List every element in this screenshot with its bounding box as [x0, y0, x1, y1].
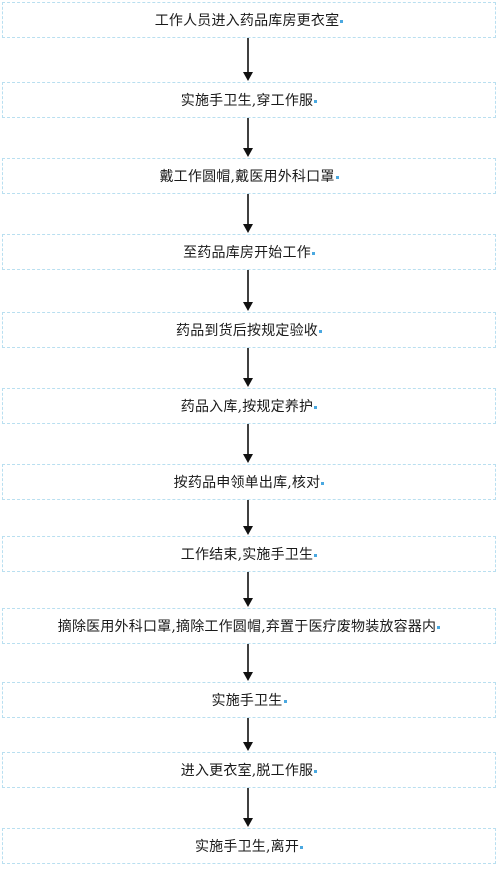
- step-label: 摘除医用外科口罩,摘除工作圆帽,弃置于医疗废物装放容器内: [57, 619, 437, 635]
- step-label: 实施手卫生,穿工作服: [180, 93, 314, 109]
- step-label: 工作结束,实施手卫生: [180, 547, 314, 563]
- step-label: 药品入库,按规定养护: [180, 399, 314, 415]
- step-box-hand-hygiene-leave: 实施手卫生,离开: [2, 828, 496, 864]
- down-arrow-icon: [240, 118, 256, 158]
- down-arrow-icon: [240, 500, 256, 536]
- step-box-remove-mask-and-cap: 摘除医用外科口罩,摘除工作圆帽,弃置于医疗废物装放容器内: [2, 608, 496, 644]
- paragraph-mark-icon: [283, 699, 287, 703]
- paragraph-mark-icon: [314, 405, 318, 409]
- step-box-receive-and-inspect: 药品到货后按规定验收: [2, 312, 496, 348]
- down-arrow-icon: [240, 788, 256, 828]
- step-label: 实施手卫生: [211, 693, 283, 709]
- step-label: 实施手卫生,离开: [194, 839, 300, 855]
- step-box-dispatch-and-check: 按药品申领单出库,核对: [2, 464, 496, 500]
- down-arrow-icon: [240, 572, 256, 608]
- step-box-hand-hygiene-wear-uniform: 实施手卫生,穿工作服: [2, 82, 496, 118]
- paragraph-mark-icon: [300, 845, 304, 849]
- down-arrow-icon: [240, 644, 256, 682]
- step-box-enter-changing-room: 工作人员进入药品库房更衣室: [2, 2, 496, 38]
- step-box-start-work: 至药品库房开始工作: [2, 234, 496, 270]
- step-box-wear-cap-and-mask: 戴工作圆帽,戴医用外科口罩: [2, 158, 496, 194]
- down-arrow-icon: [240, 718, 256, 752]
- step-label: 戴工作圆帽,戴医用外科口罩: [159, 169, 335, 185]
- down-arrow-icon: [240, 194, 256, 234]
- step-box-hand-hygiene: 实施手卫生: [2, 682, 496, 718]
- step-label: 药品到货后按规定验收: [176, 323, 318, 339]
- step-label: 至药品库房开始工作: [183, 245, 311, 261]
- step-box-change-out-of-uniform: 进入更衣室,脱工作服: [2, 752, 496, 788]
- paragraph-mark-icon: [340, 19, 344, 23]
- paragraph-mark-icon: [319, 329, 322, 333]
- down-arrow-icon: [240, 424, 256, 464]
- down-arrow-icon: [240, 38, 256, 82]
- paragraph-mark-icon: [437, 625, 441, 629]
- paragraph-mark-icon: [321, 481, 325, 485]
- down-arrow-icon: [240, 348, 256, 388]
- paragraph-mark-icon: [314, 769, 318, 773]
- step-label: 按药品申领单出库,核对: [173, 475, 321, 491]
- paragraph-mark-icon: [335, 175, 339, 179]
- step-label: 工作人员进入药品库房更衣室: [154, 13, 340, 29]
- paragraph-mark-icon: [314, 553, 318, 557]
- step-box-storage-and-maintenance: 药品入库,按规定养护: [2, 388, 496, 424]
- paragraph-mark-icon: [311, 251, 315, 255]
- step-label: 进入更衣室,脱工作服: [180, 763, 314, 779]
- paragraph-mark-icon: [314, 99, 318, 103]
- step-box-finish-work-hand-hygiene: 工作结束,实施手卫生: [2, 536, 496, 572]
- down-arrow-icon: [240, 270, 256, 312]
